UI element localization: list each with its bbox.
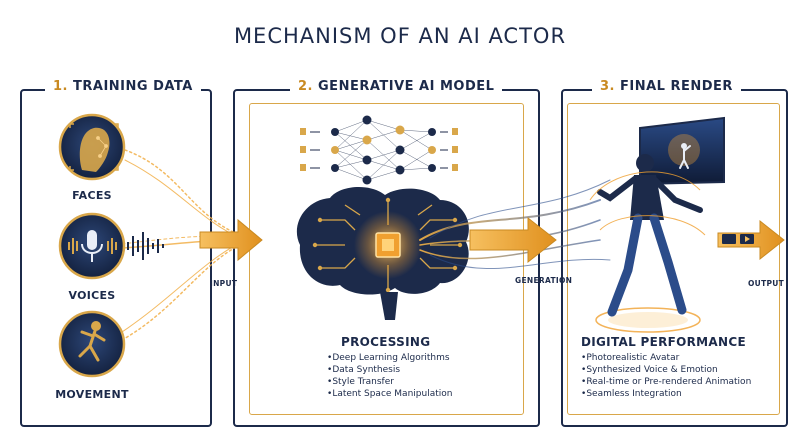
processing-item: Style Transfer — [327, 376, 517, 388]
panel-2-inner-frame — [249, 103, 524, 415]
diagram-title: MECHANISM OF AN AI ACTOR — [233, 24, 567, 48]
performance-item: Photorealistic Avatar — [581, 352, 776, 364]
panel-3-title: FINAL RENDER — [620, 79, 733, 94]
output-device-icons — [722, 234, 754, 244]
voices-circle — [58, 212, 126, 280]
panel-1-title: TRAINING DATA — [73, 79, 193, 94]
label-voices: VOICES — [68, 289, 116, 302]
processing-item: Data Synthesis — [327, 364, 517, 376]
performance-item: Seamless Integration — [581, 388, 776, 400]
panel-3-inner-frame — [567, 103, 780, 415]
label-output: OUTPUT — [748, 279, 785, 288]
sound-wave — [127, 232, 164, 260]
data-streams — [121, 149, 241, 341]
avatar-figure — [589, 154, 706, 333]
label-movement: MOVEMENT — [55, 388, 129, 401]
label-input: INPUT — [210, 279, 238, 288]
panel-2-number: 2. — [298, 79, 313, 94]
processing-heading: PROCESSING — [341, 335, 431, 349]
panel-1-tab: 1. TRAINING DATA — [45, 79, 201, 94]
processing-item: Deep Learning Algorithms — [327, 352, 517, 364]
panel-3-number: 3. — [600, 79, 615, 94]
performance-item: Real-time or Pre-rendered Animation — [581, 376, 776, 388]
input-arrow — [199, 218, 263, 262]
panel-2-title: GENERATIVE AI MODEL — [318, 79, 495, 94]
panel-2-tab: 2. GENERATIVE AI MODEL — [290, 79, 503, 94]
stage-screen — [639, 116, 725, 186]
performance-list: Photorealistic Avatar Synthesized Voice … — [581, 352, 776, 400]
performance-heading: DIGITAL PERFORMANCE — [581, 335, 746, 349]
panel-3-tab: 3. FINAL RENDER — [592, 79, 741, 94]
panel-1-number: 1. — [53, 79, 68, 94]
faces-circle — [58, 113, 126, 181]
label-generation: GENERATION — [515, 276, 573, 285]
brain — [296, 187, 469, 320]
neural-network — [300, 115, 458, 185]
processing-list: Deep Learning Algorithms Data Synthesis … — [327, 352, 517, 400]
performance-item: Synthesized Voice & Emotion — [581, 364, 776, 376]
generation-arrow — [469, 216, 557, 264]
label-faces: FACES — [72, 189, 112, 202]
processing-item: Latent Space Manipulation — [327, 388, 517, 400]
movement-circle — [58, 310, 126, 378]
